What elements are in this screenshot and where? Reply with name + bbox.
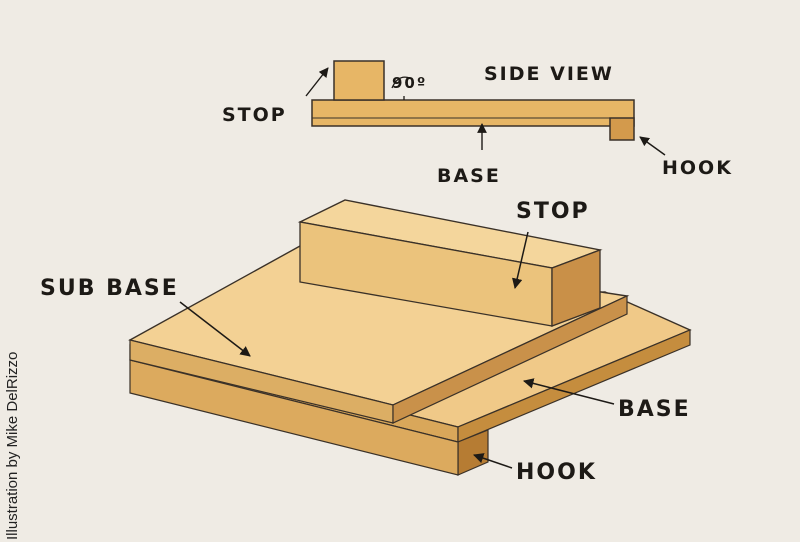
side-hook-block — [609, 117, 635, 141]
iso-view: SUB BASE STOP BASE HOOK — [40, 199, 692, 485]
side-view: SIDE VIEW 90º STOP BASE HOOK — [222, 60, 733, 187]
illustration-credit: Illustration by Mike DelRizzo — [4, 351, 21, 540]
side-stop-label: STOP — [222, 104, 287, 126]
side-stop-block — [333, 60, 385, 101]
iso-hook-label: HOOK — [516, 460, 597, 485]
side-base-board — [311, 99, 635, 127]
side-base-label: BASE — [437, 165, 501, 187]
side-view-title: SIDE VIEW — [484, 63, 614, 85]
iso-stop-block — [297, 199, 603, 327]
iso-stop-label: STOP — [516, 199, 590, 224]
side-hook-label: HOOK — [662, 157, 733, 179]
angle-label: 90º — [392, 74, 427, 92]
iso-hook-block — [129, 359, 489, 476]
iso-base-label: BASE — [618, 397, 691, 422]
iso-sub-base-label: SUB BASE — [40, 276, 179, 301]
